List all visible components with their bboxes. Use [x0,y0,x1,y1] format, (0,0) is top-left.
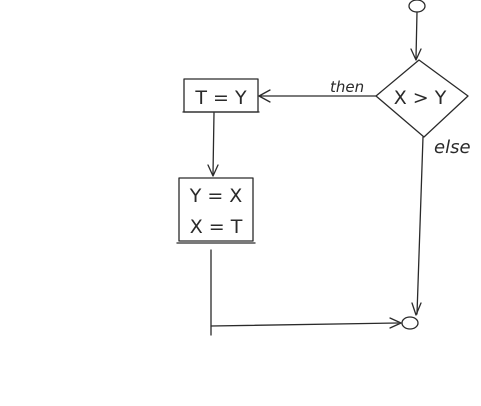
decision-diamond [375,59,469,138]
box1-to-box2-arrowhead [207,164,219,177]
then-branch-arrowhead [258,89,271,103]
box2-to-end-arrowhead [389,317,402,329]
box1-to-box2-line [212,112,215,175]
start-to-decision-line [415,11,418,59]
assign-box-1-text: T = Y [194,87,247,109]
assign-box-2-line1: Y = X [189,185,243,207]
start-to-decision-arrowhead [410,48,422,61]
then-branch-label: then [330,78,364,96]
decision-condition-text: X > Y [394,87,447,109]
start-terminal [408,0,426,13]
else-branch-label: else [434,137,471,158]
else-branch-line [416,136,424,315]
box2-to-end-line [210,322,399,327]
else-branch-arrowhead [411,302,422,316]
assign-box-2 [178,177,254,242]
assign-box-2-line2: X = T [190,216,243,238]
end-terminal [401,316,419,330]
